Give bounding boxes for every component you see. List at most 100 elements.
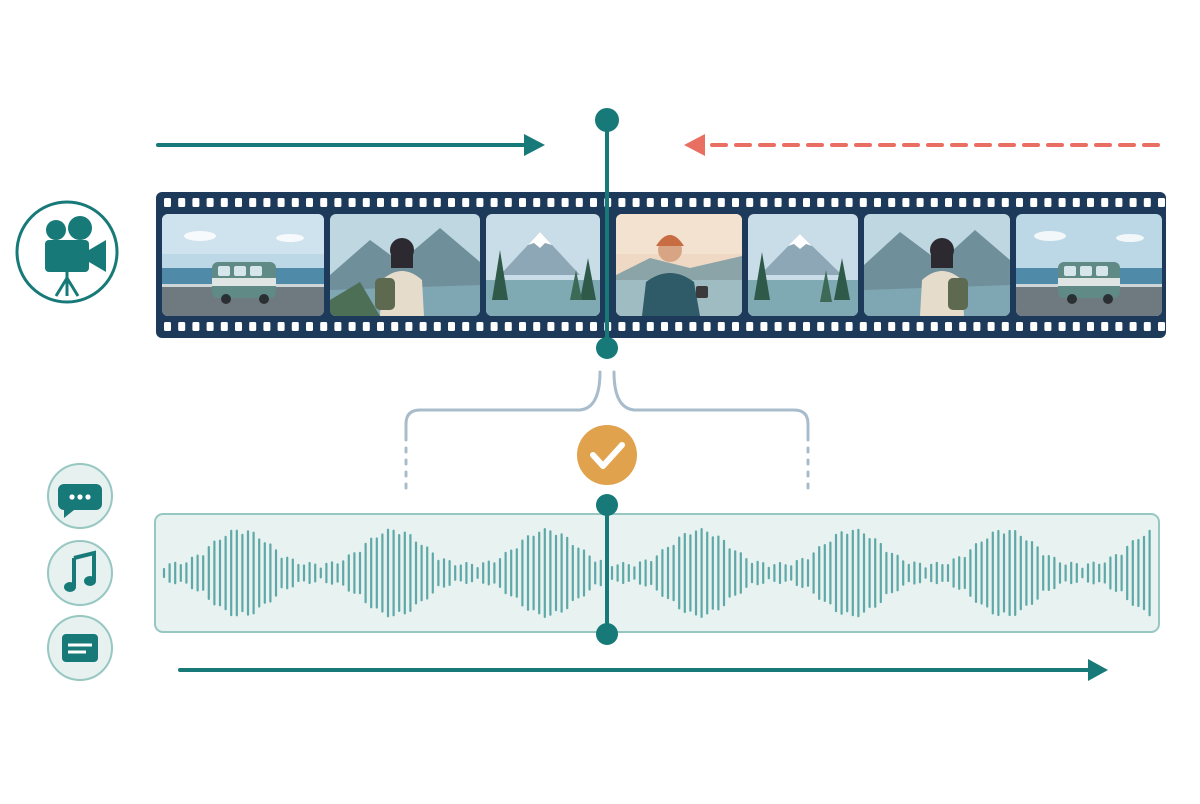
sprocket-hole [206, 198, 214, 207]
sprocket-hole [1129, 322, 1137, 331]
sprocket-hole [774, 322, 782, 331]
sprocket-hole [1044, 322, 1052, 331]
sprocket-hole [1115, 198, 1123, 207]
sprocket-hole [1058, 322, 1066, 331]
film-frame-hiker [330, 214, 480, 316]
sprocket-hole [1072, 322, 1080, 331]
sprocket-hole [1101, 322, 1109, 331]
film-frame-van-road [162, 214, 324, 316]
sprocket-hole [859, 322, 867, 331]
subtitles-icon [47, 615, 113, 681]
video-playhead[interactable] [595, 108, 619, 359]
sprocket-hole [1001, 198, 1009, 207]
sprocket-hole [732, 198, 739, 207]
film-frame-person-mug [616, 214, 742, 316]
sprocket-hole [888, 322, 896, 331]
audio-track-panel [154, 513, 1160, 633]
sprocket-hole [717, 198, 725, 207]
sprocket-hole [519, 198, 526, 207]
sprocket-hole [661, 198, 668, 207]
sprocket-hole [646, 322, 654, 331]
sprocket-hole [320, 198, 328, 207]
sprocket-hole [1115, 322, 1123, 331]
sprocket-hole [1129, 198, 1137, 207]
sprocket-hole [1158, 322, 1165, 331]
sprocket-hole [362, 198, 370, 207]
sprocket-hole [888, 198, 896, 207]
sprocket-hole [306, 198, 313, 207]
sprocket-hole [632, 198, 640, 207]
sprocket-hole [987, 198, 995, 207]
sprocket-hole [178, 322, 186, 331]
sprocket-hole [675, 198, 683, 207]
audio-waveform [162, 527, 1151, 619]
sprocket-hole [902, 198, 910, 207]
sprocket-hole [1030, 198, 1038, 207]
forward-arrow-bottom [178, 659, 1108, 681]
sprocket-hole [590, 198, 597, 207]
sprocket-hole [291, 322, 299, 331]
sprocket-hole [945, 198, 952, 207]
sprocket-hole [788, 198, 796, 207]
sprocket-hole [178, 198, 186, 207]
sprocket-hole [263, 322, 271, 331]
sprocket-hole [377, 322, 384, 331]
sprocket-hole [362, 322, 370, 331]
sprocket-hole [334, 322, 342, 331]
video-camera-icon [15, 200, 119, 304]
sprocket-hole [803, 198, 810, 207]
film-strip [156, 192, 1166, 338]
sprocket-hole [348, 322, 356, 331]
sprocket-hole [405, 322, 413, 331]
sprocket-hole [959, 322, 967, 331]
sprocket-hole [504, 198, 512, 207]
sprocket-hole [803, 322, 810, 331]
sprocket-hole [661, 322, 668, 331]
sprocket-hole [703, 198, 711, 207]
sprocket-hole [235, 322, 242, 331]
sprocket-hole [831, 322, 839, 331]
sprocket-hole [320, 322, 328, 331]
sprocket-hole [419, 322, 427, 331]
sprocket-hole [164, 198, 171, 207]
sprocket-hole [391, 322, 399, 331]
sprocket-hole [462, 198, 470, 207]
sprocket-hole [902, 322, 910, 331]
sprocket-hole [277, 322, 285, 331]
sync-bracket [404, 370, 810, 490]
sprocket-hole [277, 198, 285, 207]
sprocket-hole [930, 322, 938, 331]
sprocket-hole [235, 198, 242, 207]
sprocket-hole [348, 198, 356, 207]
sprocket-hole [490, 198, 498, 207]
sprocket-hole [561, 322, 569, 331]
audio-playhead[interactable] [596, 494, 618, 645]
film-frame-mountain-lake [486, 214, 600, 316]
sprocket-hole [973, 198, 981, 207]
sprocket-hole [817, 198, 825, 207]
sprocket-hole [561, 198, 569, 207]
sprocket-hole [448, 198, 455, 207]
sprocket-hole [874, 198, 881, 207]
sprocket-hole [206, 322, 214, 331]
sprocket-hole [703, 322, 711, 331]
sprocket-hole [1072, 198, 1080, 207]
sprocket-hole [419, 198, 427, 207]
sprocket-hole [817, 322, 825, 331]
sprocket-hole [973, 322, 981, 331]
sprocket-hole [1058, 198, 1066, 207]
sprocket-hole [746, 198, 754, 207]
sprocket-hole [760, 198, 768, 207]
sprocket-hole [448, 322, 455, 331]
sprocket-hole [590, 322, 597, 331]
speech-bubble-icon [47, 463, 113, 529]
sprocket-hole [334, 198, 342, 207]
sprocket-hole [220, 322, 228, 331]
sprocket-hole [1087, 198, 1094, 207]
sprocket-hole [1001, 322, 1009, 331]
sprocket-hole [220, 198, 228, 207]
sprocket-hole [249, 198, 257, 207]
sprocket-hole [874, 322, 881, 331]
sprocket-hole [490, 322, 498, 331]
